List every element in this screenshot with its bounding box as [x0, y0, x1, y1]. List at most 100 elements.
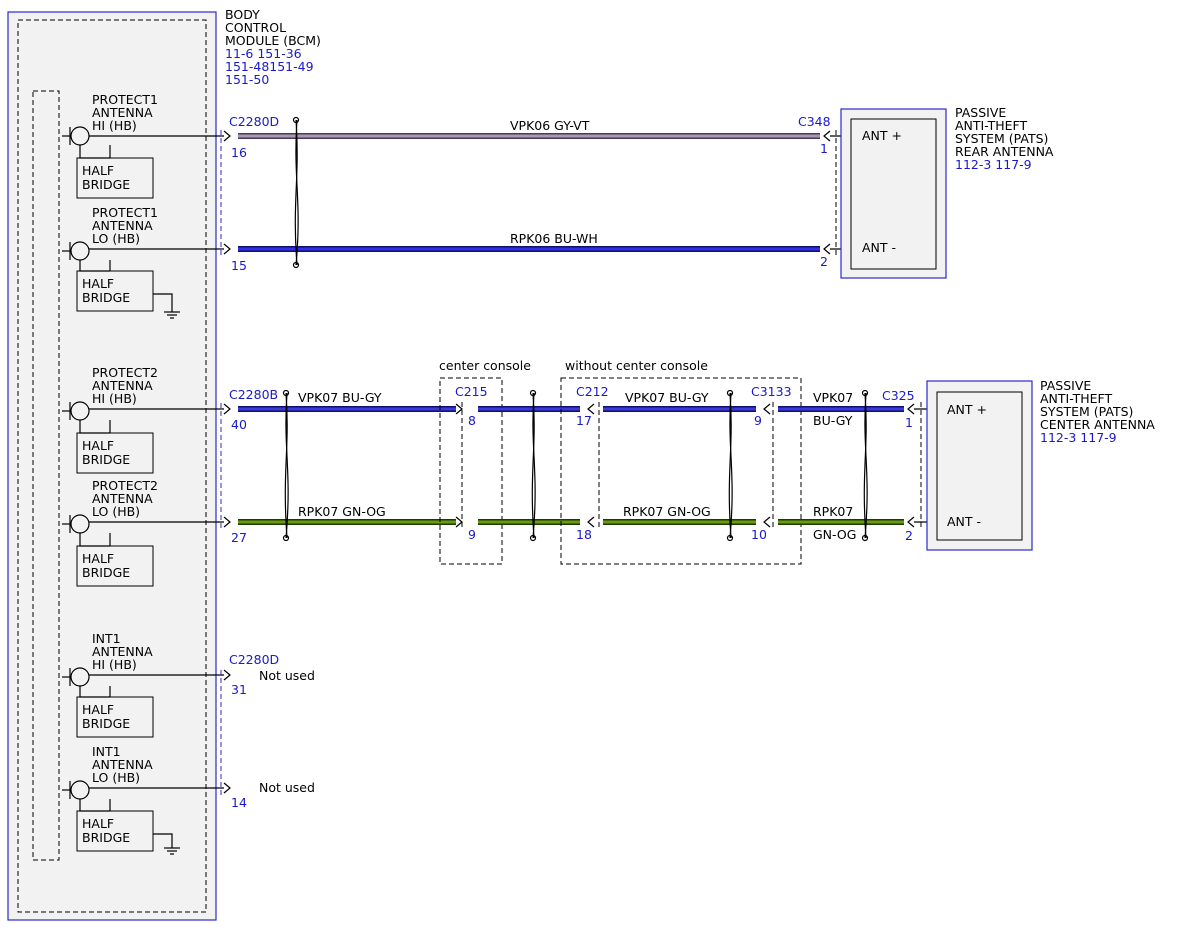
- center-console-group: center console C215 8 9: [439, 358, 531, 565]
- twisted-pair-marker: [282, 389, 290, 542]
- wire-label-rpk07-c1: RPK07: [813, 504, 853, 519]
- bcm-circuit-int1-lo: INT1 ANTENNA LO (HB) HALF BRIDGE: [62, 744, 224, 855]
- bcm-circuit-protect1-hi: PROTECT1 ANTENNA HI (HB) HALF BRIDGE: [62, 92, 224, 199]
- twisted-pair-marker: [726, 389, 734, 542]
- svg-text:ANT +: ANT +: [862, 128, 902, 143]
- svg-text:SYSTEM (PATS): SYSTEM (PATS): [1040, 404, 1133, 419]
- wire-label-vpk07-c2: BU-GY: [813, 413, 853, 428]
- connector-c2280d: C2280D: [229, 114, 279, 129]
- svg-text:HALF: HALF: [82, 438, 114, 453]
- svg-text:PASSIVE: PASSIVE: [955, 105, 1006, 120]
- svg-text:ANT -: ANT -: [947, 514, 981, 529]
- center-antenna-title: PASSIVE ANTI-THEFT SYSTEM (PATS) CENTER …: [1040, 378, 1155, 445]
- pin-18: 18: [576, 527, 592, 542]
- svg-text:PROTECT2: PROTECT2: [92, 478, 158, 493]
- svg-text:151-50: 151-50: [225, 72, 269, 87]
- svg-text:BRIDGE: BRIDGE: [82, 716, 130, 731]
- svg-text:BRIDGE: BRIDGE: [82, 830, 130, 845]
- svg-text:MODULE (BCM): MODULE (BCM): [225, 33, 321, 48]
- connector-c215: C215: [455, 384, 488, 399]
- svg-text:HI (HB): HI (HB): [92, 118, 137, 133]
- pin-1: 1: [820, 141, 828, 156]
- svg-text:BRIDGE: BRIDGE: [82, 452, 130, 467]
- bcm-circuit-protect2-lo: PROTECT2 ANTENNA LO (HB) HALF BRIDGE: [62, 478, 224, 587]
- twisted-pair-marker: [861, 389, 869, 542]
- svg-text:ANTENNA: ANTENNA: [92, 644, 153, 659]
- pin-9: 9: [468, 527, 476, 542]
- pin-9-c3133: 9: [754, 413, 762, 428]
- rear-antenna-title: PASSIVE ANTI-THEFT SYSTEM (PATS) REAR AN…: [955, 105, 1054, 172]
- svg-text:ANTI-THEFT: ANTI-THEFT: [955, 118, 1027, 133]
- svg-text:PASSIVE: PASSIVE: [1040, 378, 1091, 393]
- svg-text:ANTENNA: ANTENNA: [92, 105, 153, 120]
- wire-label-vpk06: VPK06 GY-VT: [510, 118, 590, 133]
- rear-antenna-module: ANT + ANT -: [840, 108, 947, 279]
- svg-text:HI (HB): HI (HB): [92, 657, 137, 672]
- svg-text:LO (HB): LO (HB): [92, 504, 140, 519]
- pin-15: 15: [231, 258, 247, 273]
- svg-text:ANTENNA: ANTENNA: [92, 757, 153, 772]
- pin-8: 8: [468, 413, 476, 428]
- svg-text:PROTECT1: PROTECT1: [92, 205, 158, 220]
- svg-text:LO (HB): LO (HB): [92, 231, 140, 246]
- svg-text:112-3 117-9: 112-3 117-9: [955, 157, 1032, 172]
- svg-text:HALF: HALF: [82, 276, 114, 291]
- center-antenna-module: ANT + ANT -: [926, 380, 1033, 551]
- connector-c348: C348: [798, 114, 831, 129]
- pin-27: 27: [231, 530, 247, 545]
- twisted-pair-marker: [292, 116, 300, 269]
- svg-text:ANT -: ANT -: [862, 240, 896, 255]
- wire-label-rpk07-c2: GN-OG: [813, 527, 856, 542]
- pin-2: 2: [820, 254, 828, 269]
- twisted-pair-marker: [529, 389, 537, 542]
- svg-text:HALF: HALF: [82, 163, 114, 178]
- svg-text:HALF: HALF: [82, 816, 114, 831]
- pin-31: 31: [231, 682, 247, 697]
- connector-c3133: C3133: [751, 384, 792, 399]
- center-console-label: center console: [439, 358, 531, 373]
- svg-text:CONTROL: CONTROL: [225, 20, 286, 35]
- svg-text:151-48151-49: 151-48151-49: [225, 59, 314, 74]
- svg-text:PROTECT1: PROTECT1: [92, 92, 158, 107]
- svg-text:INT1: INT1: [92, 744, 121, 759]
- svg-text:LO (HB): LO (HB): [92, 770, 140, 785]
- not-used-label: Not used: [259, 668, 315, 683]
- pin-17: 17: [576, 413, 592, 428]
- bcm-circuit-protect2-hi: PROTECT2 ANTENNA HI (HB) HALF BRIDGE: [62, 365, 224, 474]
- svg-text:PROTECT2: PROTECT2: [92, 365, 158, 380]
- not-used-label-2: Not used: [259, 780, 315, 795]
- svg-text:BODY: BODY: [225, 7, 260, 22]
- wire-label-vpk07-c1: VPK07: [813, 390, 853, 405]
- pin-16: 16: [231, 145, 247, 160]
- svg-text:ANTENNA: ANTENNA: [92, 378, 153, 393]
- connector-c325: C325: [882, 388, 915, 403]
- bcm-circuit-protect1-lo: PROTECT1 ANTENNA LO (HB) HALF BRIDGE: [62, 205, 224, 319]
- svg-text:ANT +: ANT +: [947, 402, 987, 417]
- pin-1-c325: 1: [905, 415, 913, 430]
- svg-text:HALF: HALF: [82, 551, 114, 566]
- svg-text:ANTENNA: ANTENNA: [92, 491, 153, 506]
- bcm-pin-arrows: [223, 130, 231, 794]
- svg-text:HI (HB): HI (HB): [92, 391, 137, 406]
- pin-40: 40: [231, 417, 247, 432]
- wire-label-rpk07-a: RPK07 GN-OG: [298, 504, 386, 519]
- svg-text:112-3 117-9: 112-3 117-9: [1040, 430, 1117, 445]
- svg-text:REAR ANTENNA: REAR ANTENNA: [955, 144, 1054, 159]
- svg-text:HALF: HALF: [82, 702, 114, 717]
- wire-label-vpk07-b: VPK07 BU-GY: [625, 390, 709, 405]
- svg-text:ANTENNA: ANTENNA: [92, 218, 153, 233]
- svg-text:INT1: INT1: [92, 631, 121, 646]
- pin-10-c3133: 10: [751, 527, 767, 542]
- svg-text:BRIDGE: BRIDGE: [82, 565, 130, 580]
- svg-text:BRIDGE: BRIDGE: [82, 290, 130, 305]
- wire-label-vpk07-a: VPK07 BU-GY: [298, 390, 382, 405]
- svg-text:ANTI-THEFT: ANTI-THEFT: [1040, 391, 1112, 406]
- pin-14: 14: [231, 795, 247, 810]
- bcm-module: [7, 11, 217, 921]
- connector-c2280d-2: C2280D: [229, 652, 279, 667]
- svg-text:CENTER ANTENNA: CENTER ANTENNA: [1040, 417, 1155, 432]
- wire-label-rpk06: RPK06 BU-WH: [510, 231, 598, 246]
- bcm-circuit-int1-hi: INT1 ANTENNA HI (HB) HALF BRIDGE: [62, 631, 224, 738]
- without-center-console-group: without center console C212 17 18 C3133 …: [560, 358, 802, 565]
